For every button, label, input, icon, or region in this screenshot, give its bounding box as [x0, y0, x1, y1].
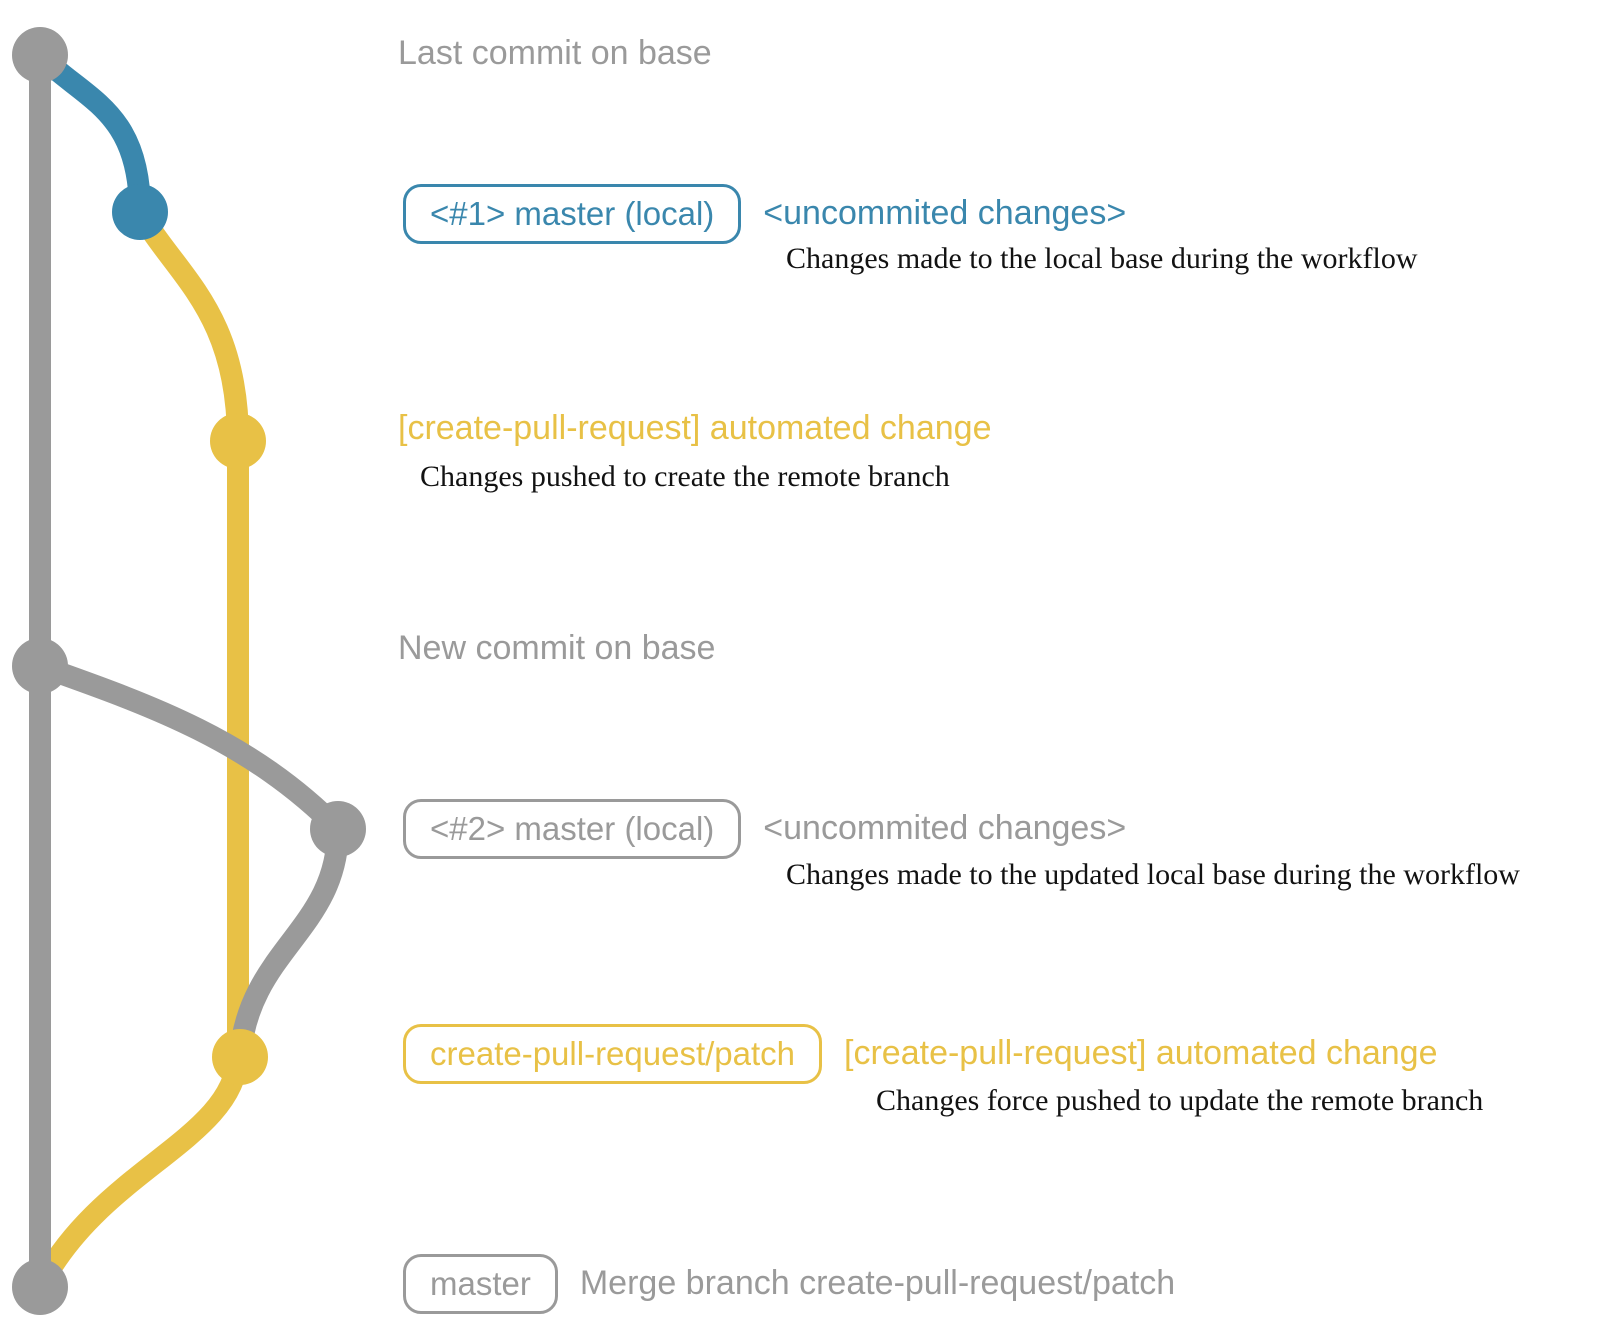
annotation-last-commit-on-base: Last commit on base	[398, 34, 712, 72]
row-master-merge: master Merge branch create-pull-request/…	[403, 1254, 1175, 1314]
node-merge-commit	[12, 1259, 68, 1315]
annotation-new-commit-on-base: New commit on base	[398, 629, 716, 667]
commit-title-automated-change-2: [create-pull-request] automated change	[844, 1034, 1438, 1073]
commit-title-uncommited-2: <uncommited changes>	[763, 809, 1127, 848]
commit-title-automated-change-1: [create-pull-request] automated change	[398, 409, 992, 447]
commit-desc-automated-change-2: Changes force pushed to update the remot…	[876, 1084, 1484, 1117]
node-automated-change-2	[212, 1029, 268, 1085]
node-new-commit-on-base	[12, 638, 68, 694]
commit-desc-uncommited-1: Changes made to the local base during th…	[786, 242, 1418, 275]
row-master-local-1: <#1> master (local) <uncommited changes>	[403, 184, 1126, 244]
commit-title-merge-branch: Merge branch create-pull-request/patch	[579, 1264, 1176, 1303]
row-create-pull-request-patch: create-pull-request/patch [create-pull-r…	[403, 1024, 1438, 1084]
branch-badge-master-local-2: <#2> master (local)	[403, 799, 742, 859]
row-master-local-2: <#2> master (local) <uncommited changes>	[403, 799, 1126, 859]
branch-badge-create-pull-request-patch: create-pull-request/patch	[403, 1024, 823, 1084]
commit-title-uncommited-1: <uncommited changes>	[763, 194, 1127, 233]
edge-commit2-to-patch	[229, 818, 349, 1068]
edge-remote-branch-yellow	[29, 201, 249, 1298]
node-automated-change-1	[210, 413, 266, 469]
commit-desc-uncommited-2: Changes made to the updated local base d…	[786, 858, 1520, 891]
branch-badge-master: master	[403, 1254, 558, 1314]
node-master-local-1	[112, 184, 168, 240]
branch-badge-master-local-1: <#1> master (local)	[403, 184, 742, 244]
node-last-commit-on-base	[12, 27, 68, 83]
node-master-local-2	[310, 801, 366, 857]
edge-base-to-commit2	[29, 655, 349, 840]
commit-desc-automated-change-1: Changes pushed to create the remote bran…	[420, 460, 950, 493]
